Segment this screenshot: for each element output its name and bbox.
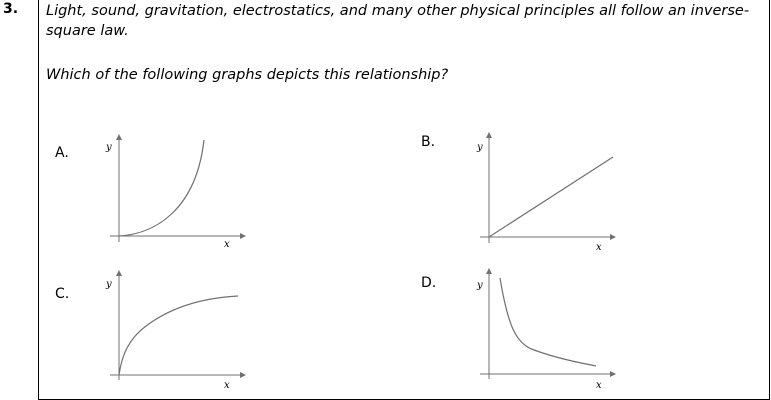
table-right-border (769, 0, 770, 400)
choice-c-x-label: x (224, 380, 230, 391)
choice-c-curve (118, 295, 239, 376)
choice-d-graph[interactable]: y x (472, 266, 622, 391)
choice-b-axes (480, 132, 616, 243)
choice-d-curve (499, 277, 597, 367)
choice-a-axes (110, 134, 246, 242)
question-number: 3. (3, 1, 19, 17)
choice-c-graph[interactable]: y x (100, 268, 250, 393)
choice-b-x-label: x (596, 242, 602, 253)
choice-d-y-label: y (476, 280, 483, 291)
choice-d-x-label: x (596, 380, 602, 391)
choice-b-y-label: y (476, 142, 483, 153)
choice-a-curve (118, 139, 205, 237)
choice-a-label[interactable]: A. (55, 145, 69, 161)
choice-d-label[interactable]: D. (421, 275, 437, 291)
choice-a-graph[interactable]: y x (100, 132, 250, 250)
choice-a-y-label: y (105, 142, 112, 153)
table-left-border (38, 0, 39, 400)
choice-a-x-label: x (224, 239, 230, 250)
choice-c-label[interactable]: C. (55, 286, 70, 302)
choice-d-axes (480, 268, 616, 379)
question-stem: Light, sound, gravitation, electrostatic… (46, 3, 750, 39)
choice-c-axes (110, 270, 246, 380)
choice-c-y-label: y (105, 279, 112, 290)
choice-b-curve (488, 156, 614, 238)
choice-b-graph[interactable]: y x (472, 130, 622, 255)
question-prompt: Which of the following graphs depicts th… (46, 67, 449, 83)
choice-b-label[interactable]: B. (421, 134, 436, 150)
